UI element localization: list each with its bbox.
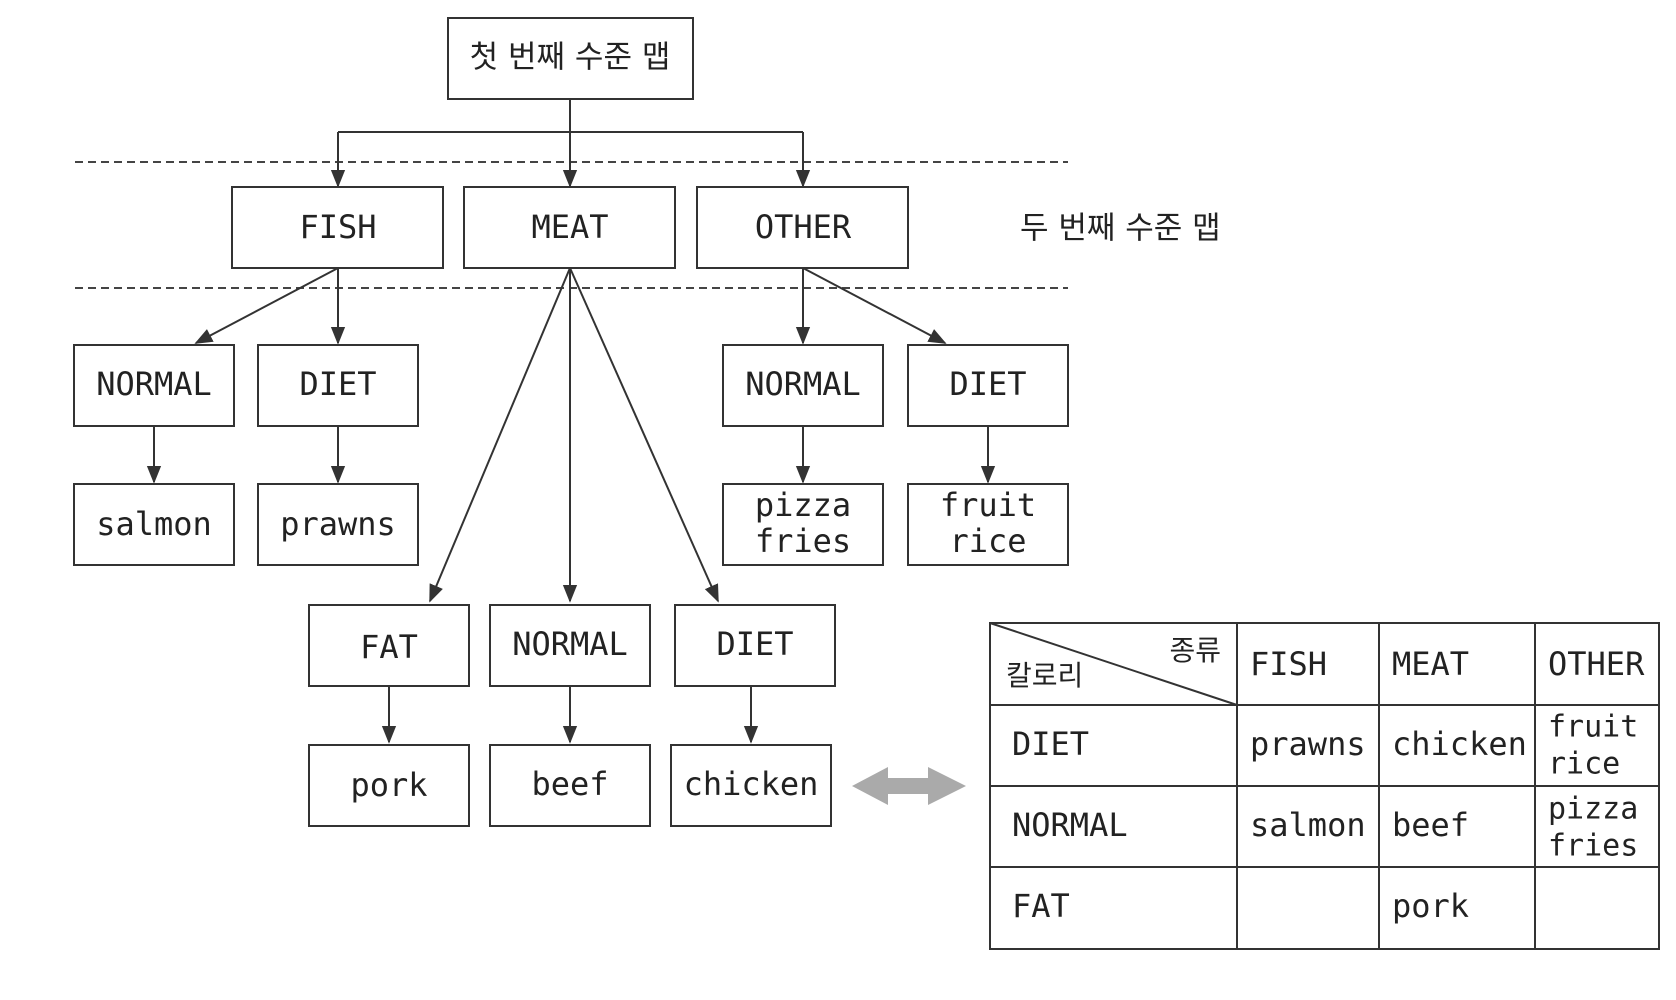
fish-label: FISH bbox=[299, 208, 376, 246]
meat-diet-node: DIET bbox=[674, 604, 836, 687]
root-connectors bbox=[330, 99, 811, 188]
table-cell-diet-meat: chicken bbox=[1392, 725, 1527, 763]
table-cell-diet-other-line-1: fruit bbox=[1548, 710, 1638, 745]
meat-node: MEAT bbox=[463, 186, 676, 269]
other-diet-value-node: fruit rice bbox=[907, 483, 1069, 566]
other-diet-value-line-1: fruit bbox=[940, 486, 1036, 524]
other-normal-node: NORMAL bbox=[722, 344, 884, 427]
table-cell-diet-other-line-2: rice bbox=[1548, 747, 1620, 782]
fish-diet-label: DIET bbox=[299, 365, 376, 403]
other-connectors bbox=[795, 267, 996, 484]
table-cell-normal-fish: salmon bbox=[1250, 806, 1366, 844]
meat-fat-value: pork bbox=[350, 766, 427, 804]
meat-fat-value-node: pork bbox=[308, 744, 470, 827]
meat-fat-node: FAT bbox=[308, 604, 470, 687]
corner-diagonal bbox=[989, 622, 1238, 706]
fish-node: FISH bbox=[231, 186, 444, 269]
meat-label: MEAT bbox=[531, 208, 608, 246]
table-header-fish: FISH bbox=[1250, 645, 1327, 683]
table-cell-normal-meat: beef bbox=[1392, 806, 1469, 844]
fish-normal-value-node: salmon bbox=[73, 483, 235, 566]
meat-diet-value-node: chicken bbox=[670, 744, 832, 827]
equivalent-table: 종류 칼로리 FISH MEAT OTHER DIET prawns chick… bbox=[989, 622, 1660, 950]
meat-normal-node: NORMAL bbox=[489, 604, 651, 687]
second-level-map-label: 두 번째 수준 맵 bbox=[1020, 211, 1221, 247]
root-node: 첫 번째 수준 맵 bbox=[447, 17, 694, 100]
table-cell-normal-other-line-2: fries bbox=[1548, 829, 1638, 864]
table-row-normal-label: NORMAL bbox=[1012, 806, 1128, 844]
meat-diet-value: chicken bbox=[684, 765, 819, 803]
meat-normal-value-node: beef bbox=[489, 744, 651, 827]
meat-fat-label: FAT bbox=[360, 628, 418, 666]
table-corner-bottom: 칼로리 bbox=[1006, 659, 1083, 692]
bidirectional-arrow-icon bbox=[852, 767, 966, 805]
fish-connectors bbox=[146, 267, 346, 484]
table-cell-fat-meat: pork bbox=[1392, 887, 1469, 925]
meat-normal-label: NORMAL bbox=[512, 625, 628, 663]
other-diet-node: DIET bbox=[907, 344, 1069, 427]
other-normal-label: NORMAL bbox=[745, 365, 861, 403]
other-diet-value-line-2: rice bbox=[949, 522, 1026, 560]
fish-normal-value: salmon bbox=[96, 505, 212, 543]
meat-connectors bbox=[381, 267, 759, 744]
fish-normal-label: NORMAL bbox=[96, 365, 212, 403]
table-header-other: OTHER bbox=[1548, 645, 1645, 683]
table-row-diet-label: DIET bbox=[1012, 725, 1089, 763]
table-header-meat: MEAT bbox=[1392, 645, 1469, 683]
other-normal-value-line-1: pizza bbox=[755, 486, 851, 524]
other-diet-label: DIET bbox=[949, 365, 1026, 403]
table-cell-normal-other-line-1: pizza bbox=[1548, 792, 1638, 827]
fish-diet-node: DIET bbox=[257, 344, 419, 427]
other-normal-value-node: pizza fries bbox=[722, 483, 884, 566]
table-corner-top: 종류 bbox=[1169, 634, 1221, 667]
fish-normal-node: NORMAL bbox=[73, 344, 235, 427]
fish-diet-value: prawns bbox=[280, 505, 396, 543]
table-row-fat-label: FAT bbox=[1012, 887, 1070, 925]
other-normal-value-line-2: fries bbox=[755, 522, 851, 560]
other-label: OTHER bbox=[755, 208, 852, 246]
meat-normal-value: beef bbox=[531, 765, 608, 803]
fish-diet-value-node: prawns bbox=[257, 483, 419, 566]
other-node: OTHER bbox=[696, 186, 909, 269]
meat-diet-label: DIET bbox=[716, 625, 793, 663]
table-cell-diet-fish: prawns bbox=[1250, 725, 1366, 763]
root-label: 첫 번째 수준 맵 bbox=[470, 40, 671, 76]
